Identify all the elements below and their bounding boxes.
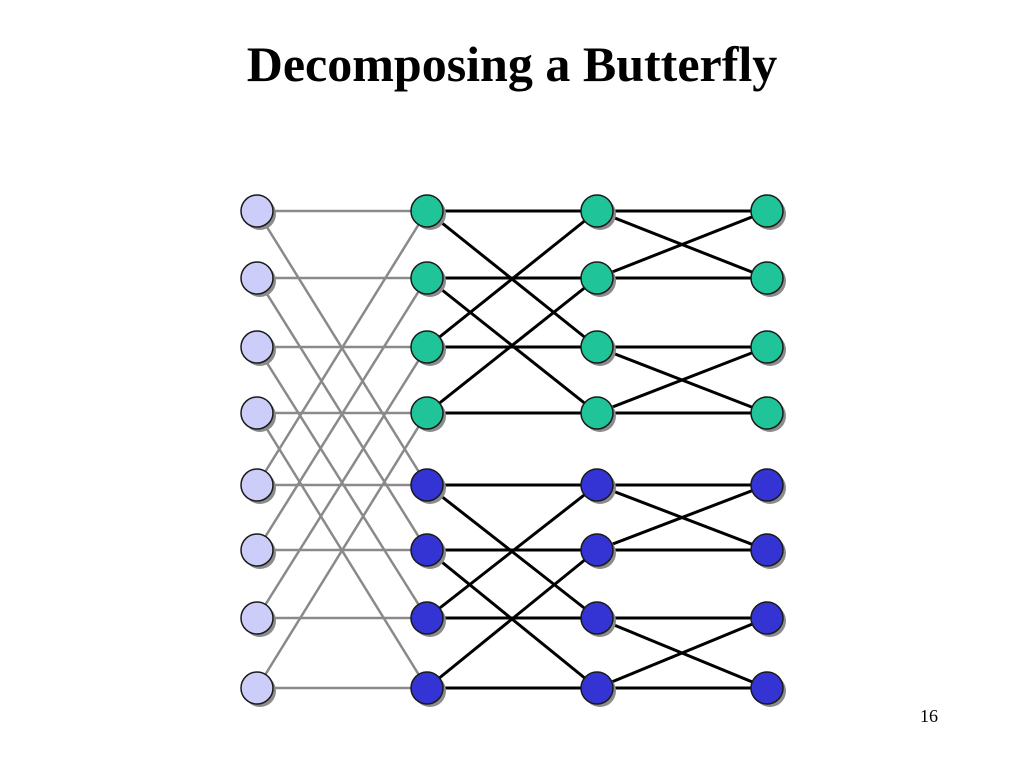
node-c1-r2 bbox=[410, 330, 446, 366]
node-c2-r3 bbox=[580, 396, 616, 432]
slide-number: 16 bbox=[920, 706, 938, 726]
node-c0-r4 bbox=[240, 468, 276, 504]
stage-2-edges bbox=[426, 209, 598, 690]
node-circle bbox=[240, 330, 274, 364]
node-circle bbox=[580, 468, 614, 502]
node-c2-r6 bbox=[580, 601, 616, 637]
node-circle bbox=[410, 194, 444, 228]
edge-c2r7-c3r6 bbox=[596, 616, 768, 690]
node-c1-r4 bbox=[410, 468, 446, 504]
node-circle bbox=[750, 330, 784, 364]
node-c1-r5 bbox=[410, 533, 446, 569]
edge-layer bbox=[255, 209, 768, 690]
node-c3-r4 bbox=[750, 468, 786, 504]
node-layer bbox=[240, 194, 786, 707]
node-c1-r1 bbox=[410, 261, 446, 297]
node-circle bbox=[240, 601, 274, 635]
node-circle bbox=[410, 468, 444, 502]
edge-c2r1-c3r0 bbox=[596, 209, 768, 280]
node-c2-r1 bbox=[580, 261, 616, 297]
node-c1-r6 bbox=[410, 601, 446, 637]
node-circle bbox=[750, 194, 784, 228]
node-c1-r7 bbox=[410, 671, 446, 707]
node-c0-r1 bbox=[240, 261, 276, 297]
edge-c0r5-c1r1 bbox=[255, 277, 429, 551]
node-circle bbox=[410, 330, 444, 364]
node-circle bbox=[240, 261, 274, 295]
edge-c1r3-c2r1 bbox=[426, 276, 598, 415]
node-circle bbox=[410, 261, 444, 295]
slide-title: Decomposing a Butterfly bbox=[246, 36, 778, 92]
node-circle bbox=[410, 396, 444, 430]
node-circle bbox=[580, 194, 614, 228]
node-circle bbox=[240, 671, 274, 705]
edge-c1r2-c2r0 bbox=[426, 209, 598, 349]
node-circle bbox=[580, 533, 614, 567]
node-circle bbox=[580, 671, 614, 705]
node-c3-r6 bbox=[750, 601, 786, 637]
node-c1-r0 bbox=[410, 194, 446, 230]
edge-c2r5-c3r4 bbox=[596, 483, 768, 552]
node-circle bbox=[240, 468, 274, 502]
node-circle bbox=[240, 533, 274, 567]
node-circle bbox=[410, 533, 444, 567]
edge-c1r6-c2r4 bbox=[426, 483, 598, 620]
node-c0-r7 bbox=[240, 671, 276, 707]
node-c0-r2 bbox=[240, 330, 276, 366]
edge-c0r4-c1r0 bbox=[255, 210, 429, 486]
node-circle bbox=[580, 330, 614, 364]
node-c2-r2 bbox=[580, 330, 616, 366]
stage-3-edges bbox=[596, 209, 768, 690]
node-circle bbox=[240, 396, 274, 430]
node-c3-r2 bbox=[750, 330, 786, 366]
node-c3-r7 bbox=[750, 671, 786, 707]
edge-c1r7-c2r5 bbox=[426, 548, 598, 690]
edge-c0r7-c1r3 bbox=[255, 412, 429, 689]
node-c3-r5 bbox=[750, 533, 786, 569]
node-c2-r5 bbox=[580, 533, 616, 569]
node-circle bbox=[240, 194, 274, 228]
node-c0-r3 bbox=[240, 396, 276, 432]
node-circle bbox=[750, 396, 784, 430]
node-c2-r0 bbox=[580, 194, 616, 230]
node-circle bbox=[750, 533, 784, 567]
node-circle bbox=[750, 601, 784, 635]
node-c3-r0 bbox=[750, 194, 786, 230]
node-c0-r6 bbox=[240, 601, 276, 637]
node-circle bbox=[750, 671, 784, 705]
node-circle bbox=[580, 261, 614, 295]
node-c3-r3 bbox=[750, 396, 786, 432]
node-c0-r0 bbox=[240, 194, 276, 230]
node-circle bbox=[750, 261, 784, 295]
node-circle bbox=[580, 601, 614, 635]
node-circle bbox=[580, 396, 614, 430]
node-circle bbox=[750, 468, 784, 502]
node-c0-r5 bbox=[240, 533, 276, 569]
node-c2-r7 bbox=[580, 671, 616, 707]
edge-c0r6-c1r2 bbox=[255, 346, 429, 619]
node-c2-r4 bbox=[580, 468, 616, 504]
edge-c2r3-c3r2 bbox=[596, 345, 768, 415]
node-circle bbox=[410, 601, 444, 635]
stage-1-edges bbox=[255, 209, 429, 690]
node-c1-r3 bbox=[410, 396, 446, 432]
node-circle bbox=[410, 671, 444, 705]
node-c3-r1 bbox=[750, 261, 786, 297]
